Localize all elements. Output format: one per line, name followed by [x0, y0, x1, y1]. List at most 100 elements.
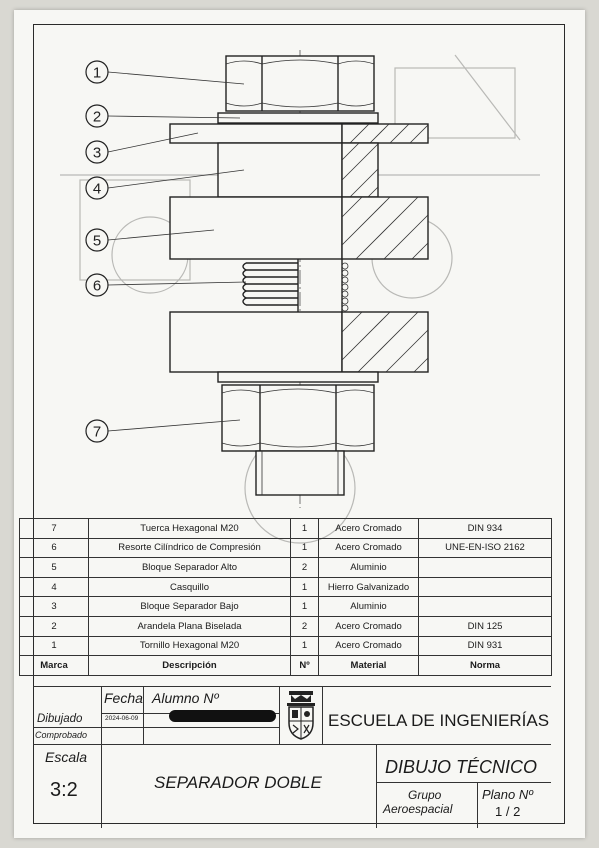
group-value: Aeroespacial — [383, 802, 453, 816]
header-qty: Nº — [290, 655, 319, 676]
bush-body-section — [341, 142, 379, 198]
bom-description: Tuerca Hexagonal M20 — [88, 518, 291, 539]
svg-text:3: 3 — [93, 145, 101, 162]
svg-text:2: 2 — [93, 109, 101, 126]
bom-norm: DIN 934 — [418, 518, 552, 539]
callout-7: 7 — [85, 419, 109, 443]
table-row: 7 Tuerca Hexagonal M20 1 Acero Cromado D… — [19, 518, 552, 539]
drawn-label: Dibujado — [37, 713, 83, 725]
bolt-head — [225, 55, 375, 112]
spring — [242, 259, 349, 312]
scale-label: Escala — [45, 749, 88, 765]
bom-description: Resorte Cilíndrico de Compresión — [88, 537, 291, 559]
bom-mark: 5 — [19, 557, 89, 578]
bom-norm — [418, 557, 552, 578]
bom-qty: 1 — [290, 518, 319, 539]
bom-description: Bloque Separador Bajo — [88, 596, 291, 617]
callout-1: 1 — [85, 60, 109, 84]
drawing-frame — [33, 24, 565, 824]
svg-text:6: 6 — [93, 278, 101, 295]
bom-description: Bloque Separador Alto — [88, 557, 291, 578]
bolt-thread-end — [255, 450, 345, 496]
bom-norm — [418, 596, 552, 617]
svg-text:7: 7 — [93, 424, 101, 441]
hex-nut — [221, 384, 375, 452]
svg-text:5: 5 — [93, 233, 101, 250]
svg-text:1: 1 — [93, 65, 101, 82]
bom-qty: 2 — [290, 557, 319, 578]
header-norm: Norma — [418, 655, 552, 676]
bom-qty: 2 — [290, 615, 319, 637]
leader-lines — [107, 71, 247, 432]
bom-qty: 1 — [290, 576, 319, 598]
bush-flange-section — [341, 123, 429, 144]
date-label: Fecha — [104, 690, 143, 706]
table-row: 2 Arandela Plana Biselada 2 Acero Cromad… — [19, 615, 552, 637]
table-header-row: Marca Descripción Nº Material Norma — [19, 655, 552, 676]
upper-block-section — [341, 196, 429, 260]
bom-mark: 4 — [19, 576, 89, 598]
bom-mark: 2 — [19, 615, 89, 637]
redacted-student-name — [169, 710, 276, 722]
checked-label: Comprobado — [35, 730, 88, 740]
sheet-value: 1 / 2 — [495, 804, 521, 819]
school-name: ESCUELA DE INGENIERÍAS — [328, 711, 550, 730]
hatch-lower-block — [341, 311, 429, 373]
drawn-date: 2024-06-09 — [105, 715, 139, 722]
bom-mark: 1 — [19, 635, 89, 657]
title-block: Fecha Alumno Nº Dibujado Comprobado 2024… — [33, 686, 551, 828]
washer-top — [217, 112, 379, 124]
bom-material: Acero Cromado — [318, 615, 419, 637]
bom-mark: 7 — [19, 518, 89, 539]
table-row: 5 Bloque Separador Alto 2 Aluminio — [19, 557, 552, 578]
bom-qty: 1 — [290, 596, 319, 617]
sheet-label: Plano Nº — [482, 787, 533, 802]
bom-material: Aluminio — [318, 596, 419, 617]
bom-mark: 3 — [19, 596, 89, 617]
bom-mark: 6 — [19, 537, 89, 559]
subject-name: DIBUJO TÉCNICO — [385, 757, 538, 777]
bom-description: Casquillo — [88, 576, 291, 598]
bom-qty: 1 — [290, 635, 319, 657]
bom-qty: 1 — [290, 537, 319, 559]
callout-3: 3 — [85, 140, 109, 164]
bom-material: Hierro Galvanizado — [318, 576, 419, 598]
callout-6: 6 — [85, 273, 109, 297]
washer-bottom — [217, 371, 379, 383]
table-row: 4 Casquillo 1 Hierro Galvanizado — [19, 576, 552, 598]
bom-description: Tornillo Hexagonal M20 — [88, 635, 291, 657]
bom-material: Acero Cromado — [318, 518, 419, 539]
callout-2: 2 — [85, 104, 109, 128]
bom-material: Acero Cromado — [318, 635, 419, 657]
group-label: Grupo — [408, 788, 442, 802]
lower-block — [169, 311, 343, 373]
hatch-upper-block — [341, 196, 429, 260]
coat-of-arms-icon — [287, 691, 315, 740]
bom-norm: UNE-EN-ISO 2162 — [418, 537, 552, 559]
bom-norm — [418, 576, 552, 598]
header-description: Descripción — [88, 655, 291, 676]
parts-list-table: 7 Tuerca Hexagonal M20 1 Acero Cromado D… — [19, 518, 552, 676]
callout-4: 4 — [85, 176, 109, 200]
bom-material: Acero Cromado — [318, 537, 419, 559]
bom-material: Aluminio — [318, 557, 419, 578]
table-row: 6 Resorte Cilíndrico de Compresión 1 Ace… — [19, 537, 552, 559]
upper-block — [169, 196, 343, 260]
bom-norm: DIN 125 — [418, 615, 552, 637]
scale-value: 3:2 — [50, 779, 78, 801]
lower-block-section — [341, 311, 429, 373]
hatch-bush — [341, 142, 379, 198]
hatch-flange — [349, 123, 429, 144]
table-row: 1 Tornillo Hexagonal M20 1 Acero Cromado… — [19, 635, 552, 657]
table-row: 3 Bloque Separador Bajo 1 Aluminio — [19, 596, 552, 617]
header-mark: Marca — [19, 655, 89, 676]
callout-5: 5 — [85, 228, 109, 252]
bom-norm: DIN 931 — [418, 635, 552, 657]
svg-text:4: 4 — [93, 181, 101, 198]
drawing-title: SEPARADOR DOBLE — [154, 773, 322, 792]
header-material: Material — [318, 655, 419, 676]
bom-description: Arandela Plana Biselada — [88, 615, 291, 637]
bush-body — [217, 142, 343, 198]
student-label: Alumno Nº — [152, 690, 219, 706]
